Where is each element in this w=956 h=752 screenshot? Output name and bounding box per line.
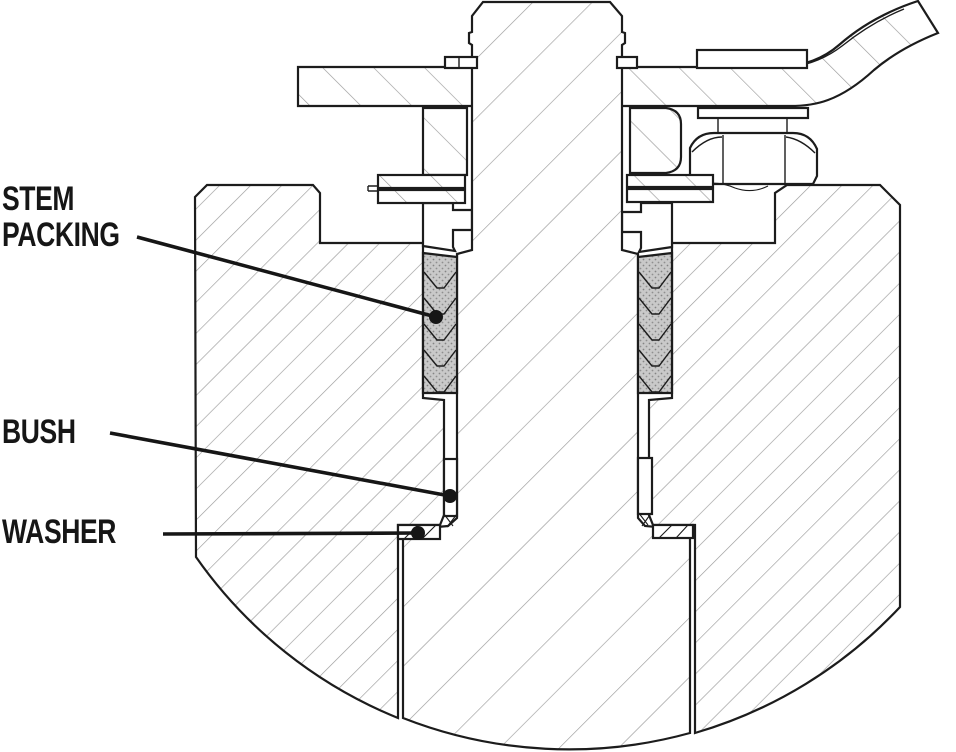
gland-flange-left-bottom	[376, 188, 467, 205]
handle-top-plate	[695, 48, 809, 70]
gland-stud-end-left	[367, 185, 378, 192]
leader-washer	[162, 526, 425, 540]
label-bush: BUSH	[2, 413, 76, 451]
stud-shank-lines	[717, 118, 788, 133]
label-stem-packing-line1: STEM	[2, 180, 75, 218]
valve-body-left	[193, 183, 446, 720]
gland-flange-right-bottom	[625, 187, 715, 204]
valve-stem	[401, 0, 692, 751]
stem-packing-right	[636, 251, 674, 395]
leader-bush	[109, 431, 457, 503]
handle-lever	[296, 0, 940, 108]
washer-right	[651, 523, 695, 540]
stem-tab-left	[443, 55, 479, 70]
hex-nut-facet-lines	[691, 135, 816, 184]
gland-follower-right-lower	[620, 201, 674, 254]
gland-flange-left-top	[376, 173, 467, 190]
gland-flange-right-top	[625, 173, 715, 189]
handle-bottom-plate	[696, 106, 810, 120]
stem-tab-right	[615, 55, 639, 70]
stem-packing-left	[421, 251, 459, 395]
gland-follower-left-upper	[421, 106, 469, 177]
handle-bend-inner-line	[791, 8, 905, 68]
gland-follower-left-lower	[421, 201, 474, 253]
gland-follower-right-upper	[628, 106, 683, 175]
label-washer: WASHER	[2, 513, 117, 551]
label-stem-packing-line2: PACKING	[2, 216, 120, 254]
bush-right	[636, 456, 654, 527]
valve-body-right	[647, 183, 902, 735]
leader-stem-packing	[136, 235, 443, 324]
